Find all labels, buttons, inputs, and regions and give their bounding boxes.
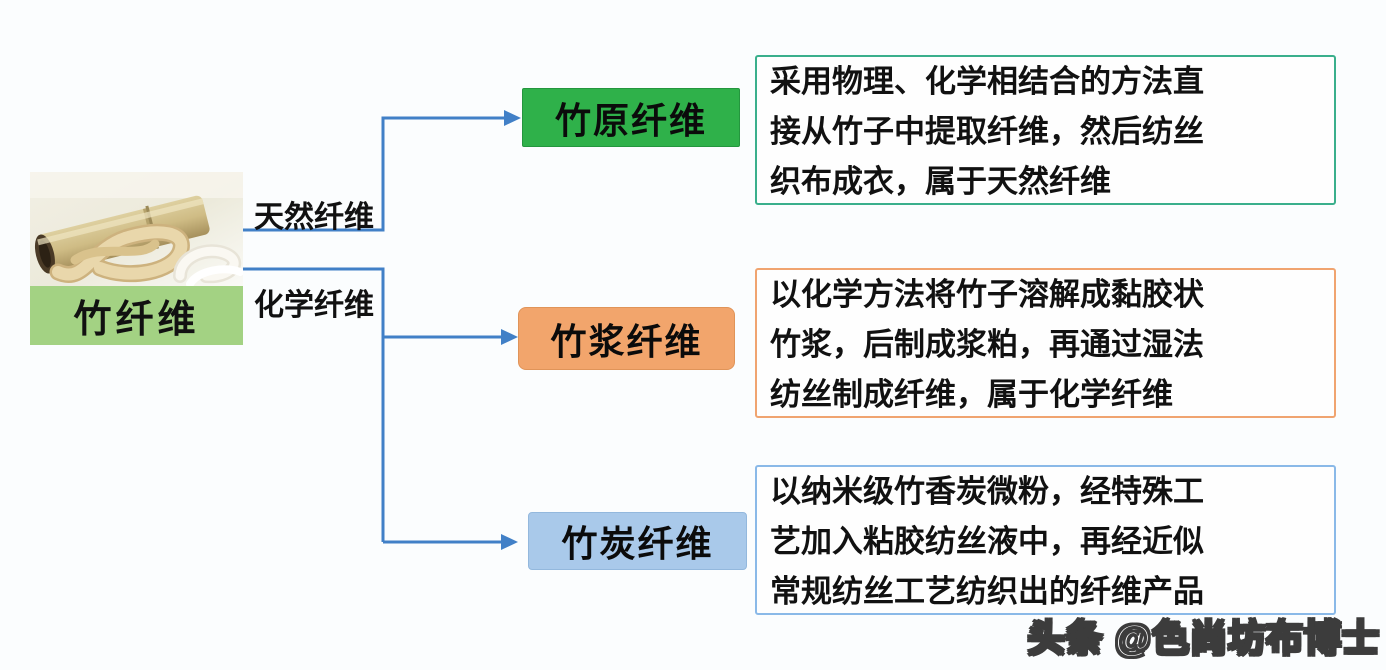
root-node-label: 竹纤维 (30, 286, 243, 345)
node-original-bamboo-fiber: 竹原纤维 (522, 88, 740, 147)
desc-bamboo-pulp-fiber: 以化学方法将竹子溶解成黏胶状 竹浆，后制成浆粕，再通过湿法 纺丝制成纤维，属于化… (755, 268, 1336, 418)
branch-label-natural-fiber: 天然纤维 (254, 201, 374, 234)
fiber-bundles (49, 223, 190, 283)
connector-natural (243, 116, 505, 232)
watermark: 头条 @色尚坊布博士 (1027, 617, 1380, 660)
connector-chemical-trunk (243, 267, 385, 542)
white-fiber-swirl (173, 244, 243, 286)
arrowhead-icon (501, 534, 518, 550)
bamboo-photo (30, 172, 243, 286)
desc-bamboo-charcoal-fiber: 以纳米级竹香炭微粉，经特殊工 艺加入粘胶纺丝液中，再经近似 常规纺丝工艺纺织出的… (755, 465, 1336, 615)
desc-original-bamboo-fiber: 采用物理、化学相结合的方法直 接从竹子中提取纤维，然后纺丝 织布成衣，属于天然纤… (755, 55, 1336, 205)
branch-label-chemical-fiber: 化学纤维 (254, 289, 374, 322)
arrowhead-icon (501, 329, 518, 345)
node-bamboo-charcoal-fiber: 竹炭纤维 (528, 512, 747, 570)
node-bamboo-pulp-fiber: 竹浆纤维 (518, 307, 735, 370)
bamboo-photo-illustration (30, 172, 243, 286)
arrowhead-icon (504, 110, 521, 126)
